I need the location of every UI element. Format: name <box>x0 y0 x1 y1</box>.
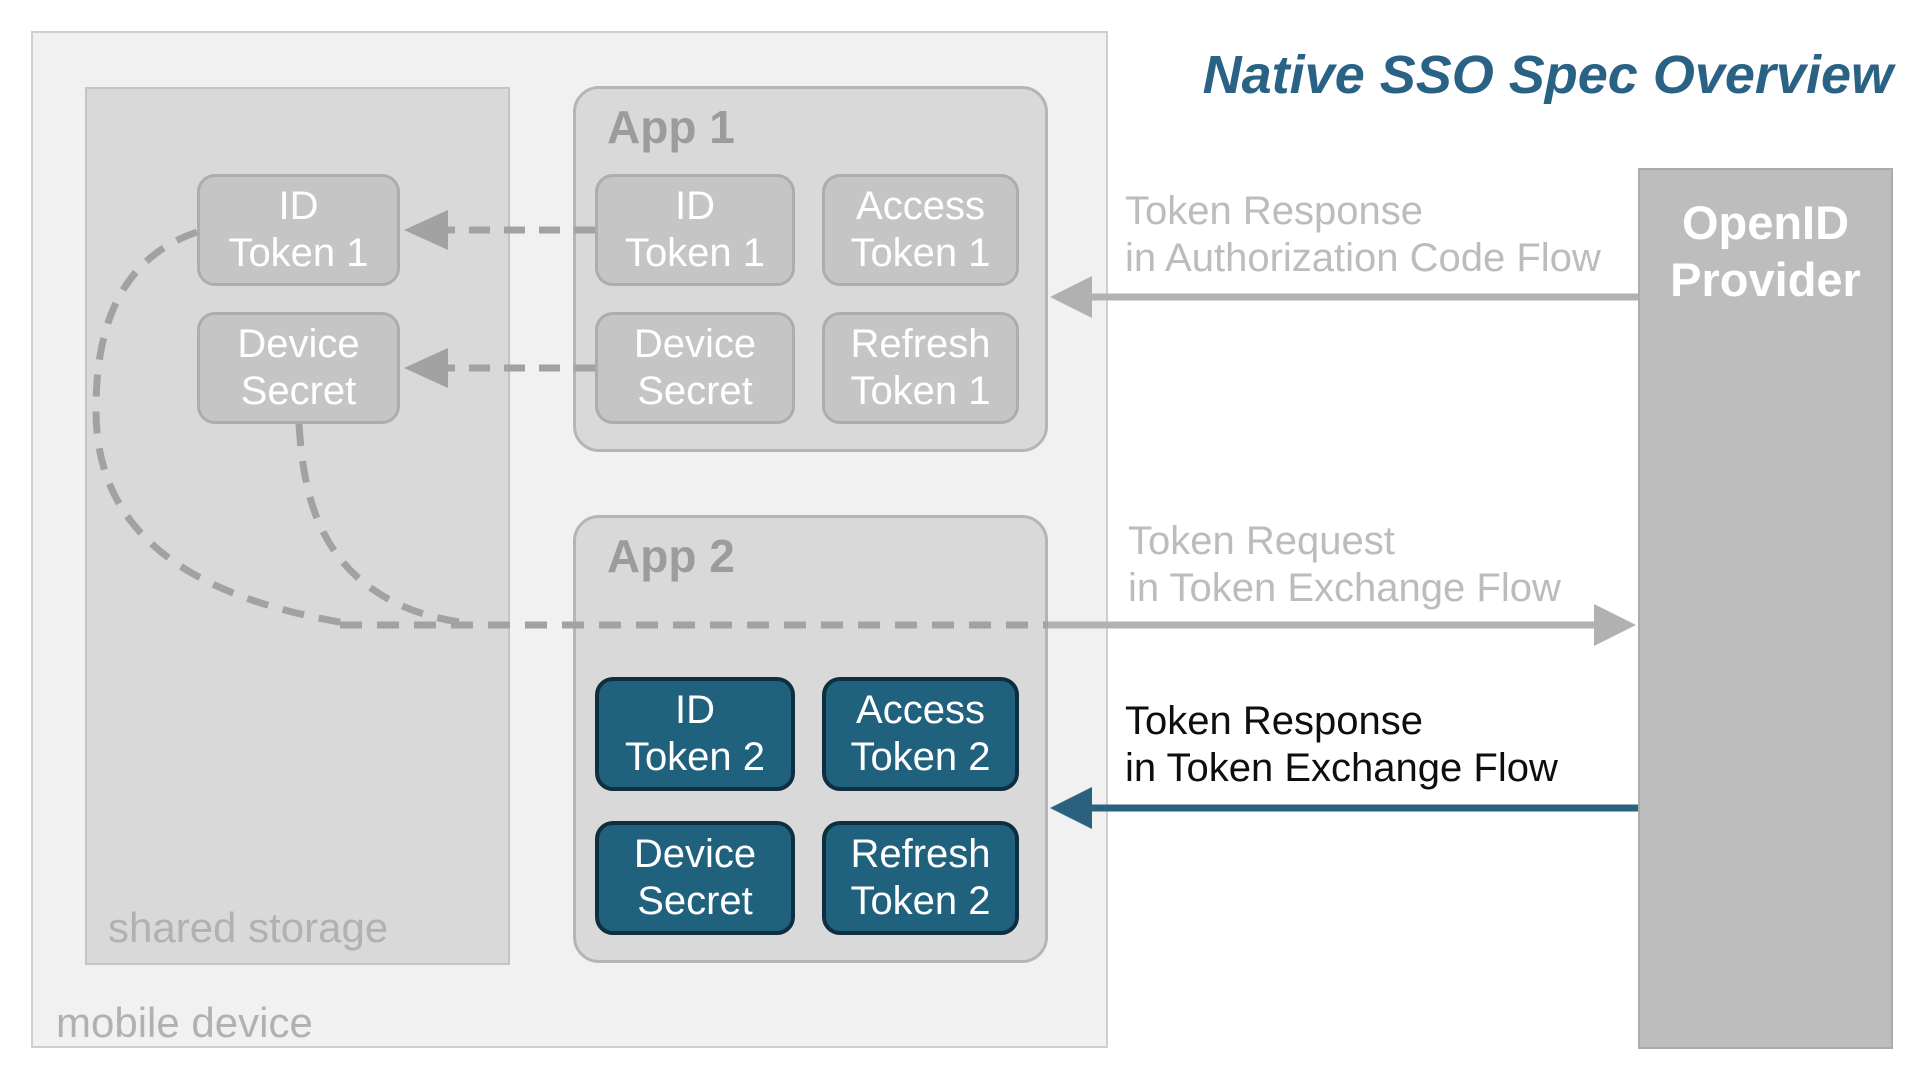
app2-device-secret-box: Device Secret <box>595 821 795 935</box>
shared-device-secret-box: Device Secret <box>197 312 400 424</box>
app1-refresh-token-1-text: Refresh Token 1 <box>850 322 991 413</box>
app2-access-token-2-text: Access Token 2 <box>850 688 991 779</box>
app2-id-token-2-text: ID Token 2 <box>624 688 766 779</box>
app1-id-token-1-text: ID Token 1 <box>624 184 766 275</box>
app1-id-token-1-box: ID Token 1 <box>595 174 795 286</box>
mobile-device-label: mobile device <box>56 999 313 1046</box>
app1-device-secret-box: Device Secret <box>595 312 795 424</box>
app1-refresh-token-1-box: Refresh Token 1 <box>822 312 1019 424</box>
shared-storage-label: shared storage <box>108 904 389 951</box>
app2-device-secret-text: Device Secret <box>633 832 757 923</box>
app2-id-token-2-box: ID Token 2 <box>595 677 795 791</box>
token-request-label: Token Request in Token Exchange Flow <box>1128 519 1561 610</box>
app1-label: App 1 <box>607 101 735 153</box>
app1-device-secret-text: Device Secret <box>633 322 757 413</box>
app2-refresh-token-2-text: Refresh Token 2 <box>850 832 991 923</box>
openid-provider-box: OpenID Provider <box>1638 168 1893 1049</box>
auth-code-response-arrow <box>1050 276 1638 318</box>
app2-label: App 2 <box>607 530 735 582</box>
page-title: Native SSO Spec Overview <box>1202 45 1893 105</box>
app1-access-token-1-box: Access Token 1 <box>822 174 1019 286</box>
app2-refresh-token-2-box: Refresh Token 2 <box>822 821 1019 935</box>
openid-provider-label: OpenID Provider <box>1670 196 1861 306</box>
token-response-arrow <box>1050 787 1638 829</box>
app1-access-token-1-text: Access Token 1 <box>850 184 991 275</box>
shared-id-token-1-box: ID Token 1 <box>197 174 400 286</box>
shared-device-secret-text: Device Secret <box>237 322 360 413</box>
app2-access-token-2-box: Access Token 2 <box>822 677 1019 791</box>
token-response-label: Token Response in Token Exchange Flow <box>1125 699 1558 790</box>
auth-code-response-label: Token Response in Authorization Code Flo… <box>1125 189 1601 280</box>
shared-id-token-1-text: ID Token 1 <box>228 184 369 275</box>
